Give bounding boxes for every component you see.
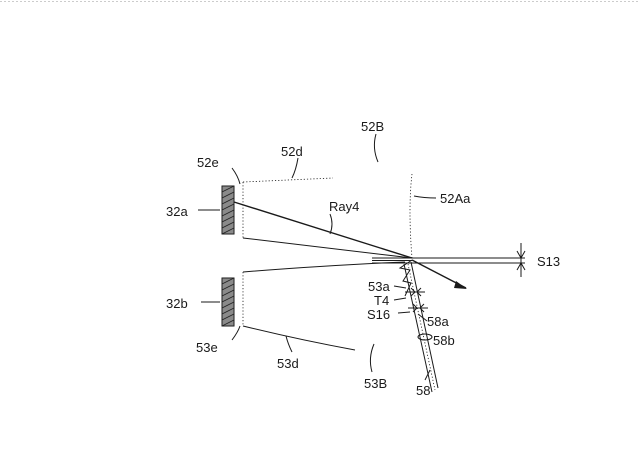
label-53B: 53B — [364, 376, 387, 391]
label-s16: S16 — [367, 307, 390, 322]
upper-light-guide — [243, 174, 412, 258]
s16-marker — [408, 304, 428, 312]
label-53a: 53a — [368, 279, 390, 294]
light-source-32a — [222, 186, 234, 234]
label-53e: 53e — [196, 340, 218, 355]
label-58b: 58b — [433, 333, 455, 348]
s13-dimension — [517, 243, 525, 277]
label-53d: 53d — [277, 356, 299, 371]
ray4-path — [234, 202, 467, 296]
label-52Aa: 52Aa — [440, 191, 471, 206]
label-32a: 32a — [166, 204, 188, 219]
label-t4: T4 — [374, 293, 389, 308]
label-32b: 32b — [166, 296, 188, 311]
light-source-32b — [222, 278, 234, 326]
label-52e: 52e — [197, 155, 219, 170]
label-s13: S13 — [537, 254, 560, 269]
label-52d: 52d — [281, 144, 303, 159]
label-58: 58 — [416, 383, 430, 398]
label-52B: 52B — [361, 119, 384, 134]
label-ray4: Ray4 — [329, 199, 359, 214]
label-58a: 58a — [427, 314, 449, 329]
